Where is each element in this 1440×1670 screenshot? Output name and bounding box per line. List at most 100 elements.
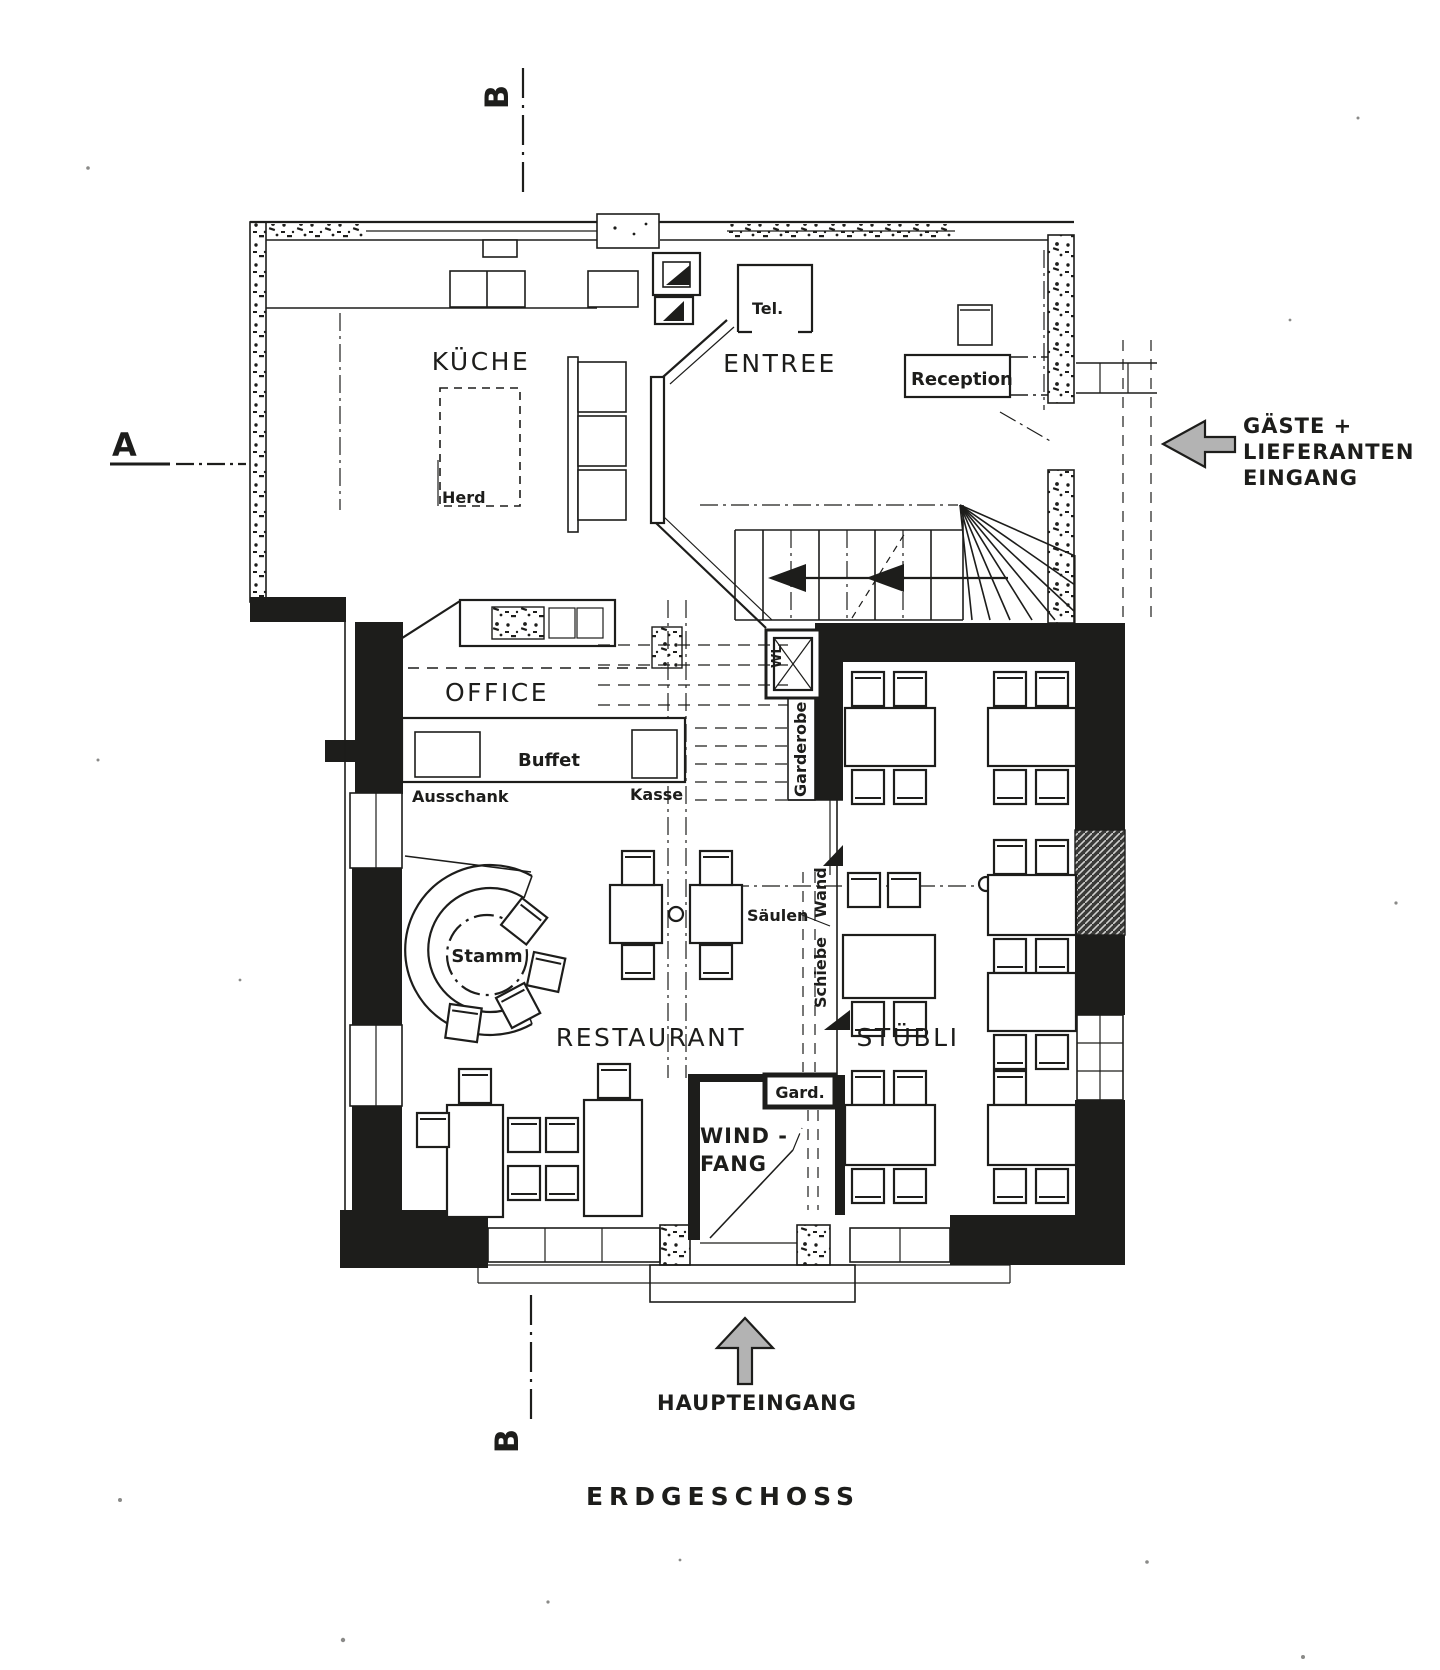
chair-icon [499, 896, 549, 946]
saeulen-label: Säulen [747, 906, 808, 925]
table [843, 706, 937, 768]
right-exterior-wall [1075, 662, 1125, 830]
flues-and-tel: Tel. [651, 251, 814, 334]
column [667, 905, 685, 923]
gaeste-label-2: LIEFERANTEN [1243, 440, 1414, 464]
chair-icon [698, 943, 734, 981]
left-window [349, 1024, 403, 1107]
kasse-unit [631, 729, 678, 779]
sliding-partition: Wand Schiebe Säulen [667, 600, 995, 1078]
left-window [349, 792, 403, 869]
tel-booth [736, 263, 814, 334]
haupteingang-annotation: HAUPTEINGANG [657, 1316, 857, 1415]
gaeste-arrow-icon [1160, 419, 1237, 469]
kitchen-partition [567, 356, 579, 533]
reception-area: Reception [903, 304, 1053, 443]
wand-label: Wand [811, 867, 830, 918]
room-label-windfang-1: WIND - [700, 1124, 788, 1148]
chair-icon [506, 1116, 542, 1154]
gaeste-label-1: GÄSTE + [1243, 413, 1352, 438]
page-title: ERDGESCHOSS [586, 1482, 860, 1511]
chair-icon [596, 1062, 632, 1100]
section-marker-b-bottom: B [488, 1295, 533, 1453]
office-buffet: OFFICE Buffet Ausschank Kasse [325, 622, 788, 806]
section-marker-b-top: B [478, 68, 525, 196]
garderobe-label: Garderobe [791, 702, 810, 797]
stamm-corner: Stamm [404, 855, 567, 1044]
windfang: Gard. WIND - FANG [688, 1072, 845, 1244]
right-exterior-wall-upper [1047, 234, 1075, 404]
staircase [700, 504, 1076, 621]
reception-chair [957, 304, 993, 346]
table [843, 1103, 937, 1167]
ausschank-label: Ausschank [412, 787, 509, 806]
stuebli-north-wall [815, 623, 1125, 662]
chair-icon [544, 1164, 580, 1202]
table [986, 873, 1078, 937]
table [986, 706, 1078, 768]
table [445, 1103, 505, 1219]
ausschank-unit [414, 731, 481, 778]
windfang-west-wall [688, 1074, 700, 1240]
office-wall [355, 622, 403, 794]
bottom-wall-right-corner [950, 1215, 1125, 1265]
gaeste-entrance-annotation: GÄSTE + LIEFERANTEN EINGANG [1160, 413, 1414, 490]
haupteingang-label: HAUPTEINGANG [657, 1391, 857, 1415]
room-label-office: OFFICE [445, 678, 549, 707]
chair-icon [457, 1067, 493, 1105]
herd-label: Herd [442, 488, 486, 507]
wl-label: WL [770, 645, 785, 668]
entrance-step [649, 1264, 856, 1303]
haupteingang-arrow-icon [714, 1316, 776, 1386]
reception-desk [903, 353, 1012, 399]
schiebe-arrow [824, 1010, 850, 1030]
room-label-windfang-2: FANG [700, 1152, 767, 1176]
table [841, 933, 937, 1000]
chair-icon [494, 981, 542, 1030]
section-marker-a: A [110, 426, 246, 466]
chimney-block [596, 213, 660, 249]
scan-specks [86, 116, 1398, 1659]
room-label-restaurant: RESTAURANT [556, 1023, 746, 1052]
chair-icon [525, 950, 567, 994]
chair-icon [698, 849, 734, 887]
section-a-label: A [112, 426, 137, 464]
chair-icon [506, 1164, 542, 1202]
entrance-pier [659, 1224, 691, 1266]
windfang-east-wall [835, 1075, 845, 1215]
chair-icon [444, 1002, 483, 1044]
stamm-table [445, 913, 529, 997]
entrance-pier [796, 1224, 831, 1266]
table [986, 1103, 1078, 1167]
table [582, 1098, 644, 1218]
chair-icon [415, 1111, 451, 1149]
table [608, 883, 664, 945]
lower-block-walls [340, 597, 1126, 1303]
upper-block-walls [249, 213, 1157, 629]
winder-treads [959, 504, 1076, 621]
herd-stove [439, 387, 521, 507]
table [986, 971, 1078, 1033]
service-shelf-dashes [598, 644, 788, 801]
wall-pier [651, 626, 683, 669]
bottom-window [487, 1227, 661, 1263]
stuebli-furniture [841, 670, 1078, 1205]
tel-label: Tel. [752, 299, 783, 318]
section-b-top-label: B [478, 85, 516, 109]
chair-icon [620, 849, 656, 887]
room-label-entree: ENTREE [723, 349, 837, 378]
kitchen-fixtures: Herd [266, 270, 639, 650]
stair-direction-arrows [768, 564, 1008, 592]
door-swing [709, 1149, 794, 1239]
chair-icon [620, 943, 656, 981]
wand-arrow [823, 845, 843, 866]
buffet-label: Buffet [518, 750, 580, 771]
section-b-bottom-label: B [488, 1429, 526, 1453]
left-exterior-wall [249, 221, 267, 603]
table [688, 883, 744, 945]
room-label-kueche: KÜCHE [432, 347, 531, 376]
reception-label: Reception [911, 369, 1013, 390]
room-label-stuebli: STÜBLI [857, 1023, 960, 1052]
kasse-label: Kasse [630, 785, 683, 804]
